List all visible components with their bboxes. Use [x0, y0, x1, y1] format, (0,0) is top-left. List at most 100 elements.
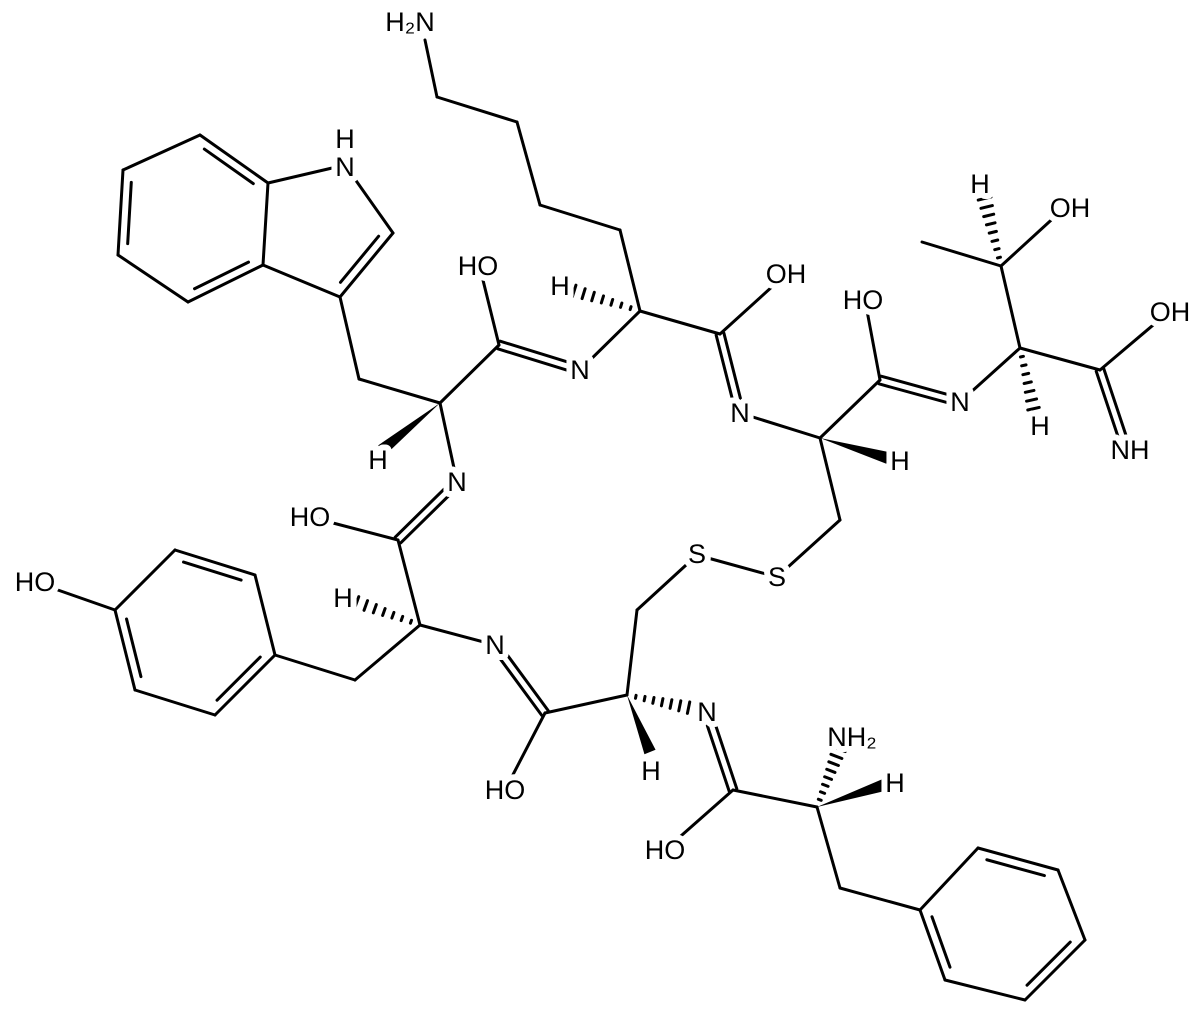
double-bond [498, 339, 583, 368]
double-bond [399, 483, 462, 545]
aromatic-bond [338, 231, 395, 299]
single-bond [266, 163, 347, 185]
hash-bond-segment [827, 760, 840, 767]
single-bond [663, 788, 735, 852]
double-bond [1102, 367, 1131, 446]
hash-bond-segment [570, 283, 578, 298]
hash-bond-segment [668, 698, 674, 710]
wedge-bond [378, 403, 440, 455]
hash-bond-segment [399, 614, 405, 623]
single-bond [438, 401, 459, 484]
atom-label-sulfur-2: S [768, 562, 786, 592]
aromatic-bond-inner [985, 858, 1046, 878]
hash-bond-segment [1026, 405, 1041, 412]
aromatic-bond-inner [930, 915, 952, 969]
atom-label-n-tyr-trp: N [447, 467, 467, 497]
double-bond [1094, 369, 1123, 448]
single-bond [538, 203, 622, 232]
aromatic-bond-inner [182, 560, 243, 582]
aromatic-bond-inner [338, 234, 381, 284]
single-bond [818, 378, 882, 440]
aromatic-bond [976, 846, 1060, 872]
hash-bond-segment [821, 782, 830, 788]
atom-label-thr-amide-nh: NH [1111, 435, 1150, 465]
atom-label-tyr-phenol-oh: HO [15, 567, 56, 597]
single-bond [838, 886, 922, 912]
hash-bond-segment [1021, 371, 1031, 377]
double-bond [490, 645, 544, 717]
atom-label-indole-h: H [335, 124, 355, 154]
single-bond [638, 309, 722, 336]
single-bond [999, 210, 1062, 268]
single-bond [731, 788, 819, 809]
atom-label-n-cys-thr: N [950, 387, 970, 417]
hash-bond-segment [995, 255, 1002, 260]
double-bond [722, 331, 746, 414]
hash-bond-segment [590, 290, 596, 303]
atom-label-sulfur-1: S [688, 539, 706, 569]
hash-bond-segment [362, 599, 370, 612]
hash-bond-segment [1018, 354, 1025, 359]
hash-bond-segment [408, 618, 413, 625]
atom-label-thr-alpha-h: H [1030, 411, 1050, 441]
hash-bond-segment [818, 790, 827, 795]
aromatic-bond-inner [215, 655, 262, 702]
aromatic-bond [113, 608, 137, 692]
aromatic-bond [918, 908, 947, 982]
single-bond [273, 653, 357, 682]
single-bond [943, 978, 1027, 1002]
atom-label-tyr-carbonyl-oh: HO [290, 502, 331, 532]
hash-bond-segment [609, 297, 615, 307]
atom-label-lys-amine: H₂N [385, 7, 434, 37]
single-bond [1056, 868, 1087, 942]
atom-label-cys1-h: H [890, 446, 910, 476]
single-bond [1018, 346, 1102, 372]
hash-bond-segment [982, 212, 996, 219]
single-bond [999, 264, 1022, 350]
aromatic-bond-inner [193, 260, 251, 291]
single-bond [618, 228, 642, 313]
single-bond [261, 181, 270, 267]
hash-bond-segment [829, 752, 844, 760]
atom-labels: H₂N N H HO H OH N H N N HO H N H OH H OH… [9, 1, 1197, 871]
hash-bond-segment [1025, 397, 1039, 403]
wedge-bond [627, 695, 656, 755]
hash-bond-segment [987, 229, 998, 235]
single-bond [625, 608, 639, 697]
wedge-bond [817, 779, 886, 807]
hash-bond-segment [831, 745, 847, 754]
atom-label-cys2-h: H [641, 756, 661, 786]
hash-bond-segment [642, 694, 647, 703]
hash-bond-segment [993, 247, 1001, 252]
hash-bond-segment [1020, 363, 1028, 368]
hash-bond-segment [659, 697, 665, 708]
hash-bond-segment [580, 287, 587, 301]
double-bond [877, 382, 961, 408]
single-bond [738, 411, 822, 440]
hash-bond-segment [390, 610, 396, 620]
single-bond [133, 688, 217, 717]
atom-label-lys-carbonyl-oh: OH [766, 259, 807, 289]
aromatic-bond [173, 548, 257, 577]
aromatic-bond-inner [125, 617, 143, 679]
atom-label-n-cys-tyr: N [485, 630, 505, 660]
aromatic-bond [116, 168, 125, 257]
single-bond [1098, 313, 1167, 372]
atom-label-thr-beta-h: H [970, 169, 990, 199]
hash-bond-segment [976, 195, 993, 202]
bonds [33, 38, 1167, 1002]
single-bond [423, 38, 439, 99]
single-bond [353, 623, 422, 682]
single-bond [338, 295, 361, 381]
hash-bond-segment [825, 767, 837, 774]
single-bond [920, 240, 1003, 268]
double-bond [496, 641, 550, 713]
double-bond [714, 333, 738, 416]
single-bond [308, 515, 400, 542]
aromatic-bond-inner [126, 180, 133, 246]
hash-bond-segment [628, 305, 633, 312]
double-bond [496, 347, 581, 376]
single-bond [33, 580, 117, 612]
single-bond [635, 553, 699, 612]
